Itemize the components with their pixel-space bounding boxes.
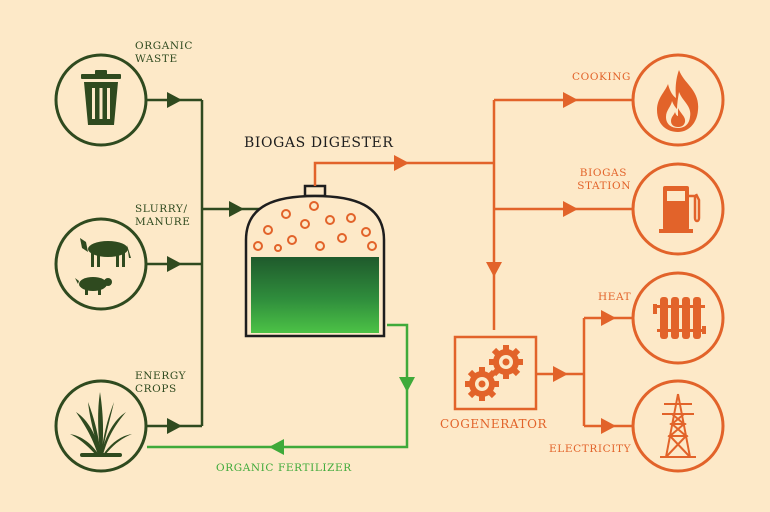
power-pylon-icon [660,393,696,458]
gas-bubbles [253,201,377,252]
slurry-manure-node [54,217,148,311]
grass-icon [70,392,132,457]
fertilizer-line [147,323,409,449]
output-lines [313,98,633,428]
energy-crops-label: ENERGY CROPS [135,370,190,395]
organic-fertilizer-label: ORGANIC FERTILIZER [216,462,352,474]
biogas-station-node [631,162,725,256]
heat-node [631,271,725,365]
electricity-node [631,379,725,473]
pig-icon [75,277,112,295]
flame-icon [657,70,699,132]
cooking-label: COOKING [572,71,631,83]
input-arrows [167,92,244,434]
organic-waste-node [54,53,148,147]
gears-icon [465,345,523,401]
organic-waste-label: ORGANIC WASTE [135,40,197,65]
cogenerator-label: COGENERATOR [440,417,548,431]
biogas-digester-tank [244,184,386,338]
heat-label: HEAT [598,291,631,303]
electricity-label: ELECTRICITY [549,443,632,455]
fuel-pump-icon [659,186,701,233]
slurry-manure-label: SLURRY/ MANURE [135,203,192,228]
energy-crops-node [54,379,148,473]
fertilizer-arrows [269,377,415,455]
cooking-node [631,53,725,147]
output-arrows [394,92,616,434]
radiator-icon [653,297,706,339]
digester-title: BIOGAS DIGESTER [244,135,393,151]
trash-can-icon [81,70,121,125]
cogenerator-box [453,335,538,411]
biogas-station-label: BIOGAS STATION [577,167,631,192]
cow-icon [80,238,131,267]
